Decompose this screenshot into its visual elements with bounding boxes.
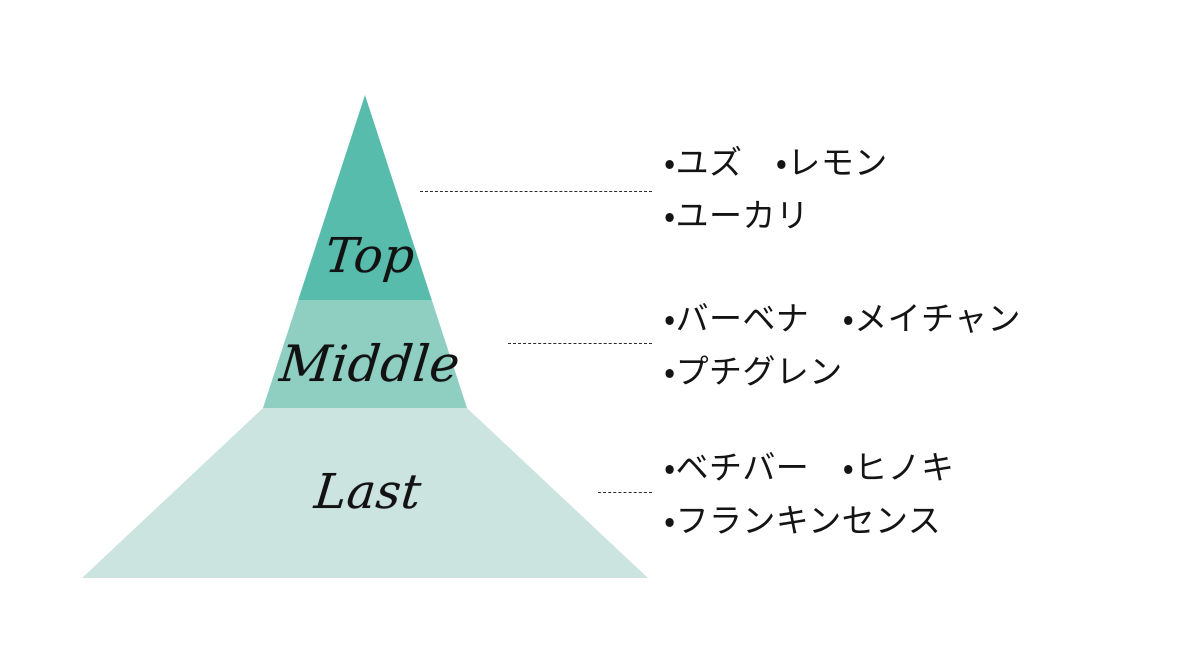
pyramid-label-top: Top bbox=[322, 228, 418, 284]
leader-line-top bbox=[420, 191, 652, 192]
pyramid-band-last bbox=[82, 408, 648, 578]
note-group-last: ・ベチバー ・ヒノキ ・フランキンセンス bbox=[664, 441, 1184, 548]
pyramid-band-top bbox=[298, 95, 432, 300]
note-line: ・ユーカリ bbox=[664, 196, 810, 236]
note-line: ・フランキンセンス bbox=[664, 501, 942, 541]
pyramid-label-last: Last bbox=[311, 464, 425, 520]
note-line: ・ベチバー ・ヒノキ bbox=[664, 448, 955, 487]
note-line: ・ユズ ・レモン bbox=[664, 143, 888, 182]
pyramid-svg bbox=[82, 95, 648, 578]
pyramid-graphic: Top Middle Last bbox=[82, 95, 648, 578]
leader-line-last bbox=[598, 492, 652, 493]
pyramid-label-middle: Middle bbox=[277, 335, 463, 393]
pyramid-band-middle bbox=[263, 300, 467, 408]
note-group-middle: ・バーベナ ・メイチャン ・プチグレン bbox=[664, 292, 1184, 399]
note-group-top: ・ユズ ・レモン ・ユーカリ bbox=[664, 136, 1184, 243]
leader-line-middle bbox=[508, 343, 652, 344]
note-line: ・バーベナ ・メイチャン bbox=[664, 299, 1021, 338]
note-line: ・プチグレン bbox=[664, 352, 843, 392]
